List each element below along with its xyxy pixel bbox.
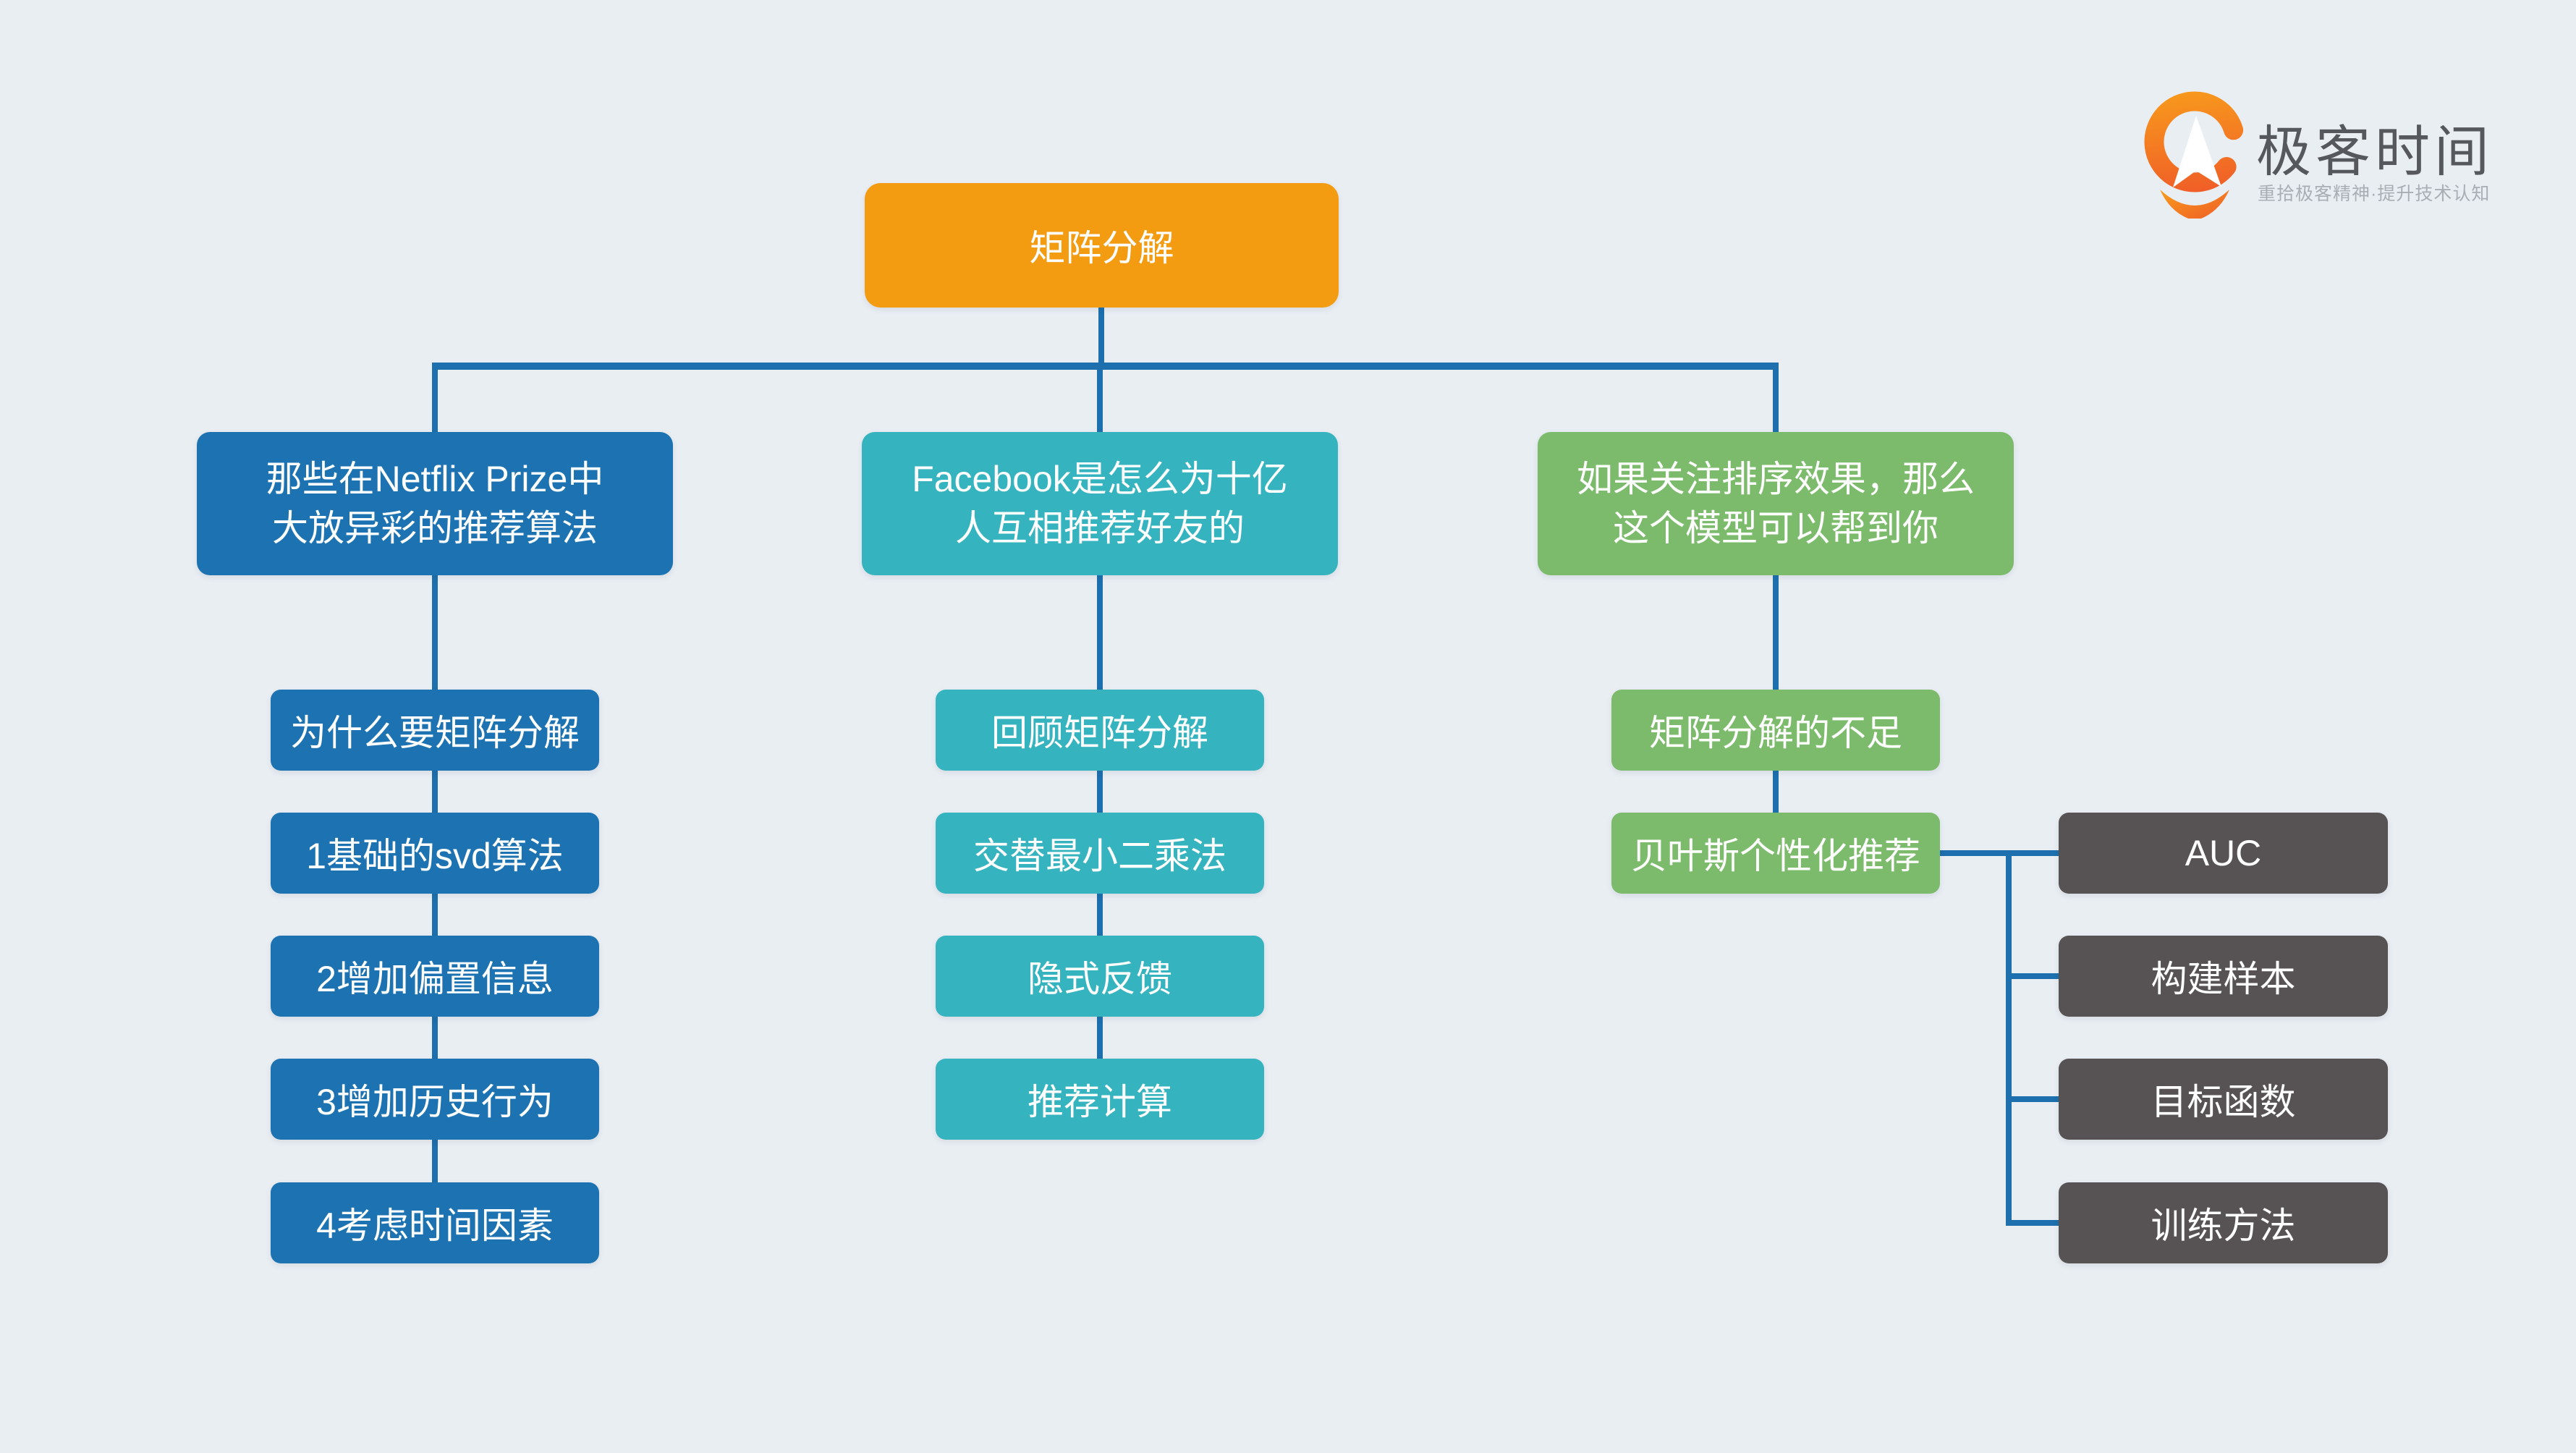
connector: [432, 771, 438, 813]
node-leaf: 训练方法: [2059, 1182, 2388, 1263]
logo-tagline: 重拾极客精神·提升技术认知: [2258, 184, 2491, 204]
connector-branch2-stem: [1097, 363, 1103, 432]
connector: [1773, 771, 1779, 813]
connector-leaf-stub: [2006, 1220, 2059, 1226]
connector-root-stem: [1098, 308, 1104, 370]
connector-branch1-stem: [432, 363, 438, 432]
node-child: 为什么要矩阵分解: [271, 690, 599, 771]
connector-bpr-horizontal: [1940, 850, 2059, 856]
connector: [1097, 575, 1103, 690]
node-child: 3增加历史行为: [271, 1059, 599, 1140]
connector: [432, 1017, 438, 1059]
logo-title: 极客时间: [2256, 122, 2494, 183]
node-branch-ranking: 如果关注排序效果，那么 这个模型可以帮到你: [1538, 432, 2014, 575]
connector-trunk: [432, 363, 1779, 370]
node-child: 交替最小二乘法: [936, 813, 1264, 894]
node-leaf: 目标函数: [2059, 1059, 2388, 1140]
node-leaf: 构建样本: [2059, 936, 2388, 1017]
connector: [1097, 1017, 1103, 1059]
node-child: 贝叶斯个性化推荐: [1611, 813, 1940, 894]
connector: [1773, 575, 1779, 690]
node-leaf: AUC: [2059, 813, 2388, 894]
node-branch-netflix: 那些在Netflix Prize中 大放异彩的推荐算法: [197, 432, 673, 575]
connector: [432, 894, 438, 936]
node-child: 推荐计算: [936, 1059, 1264, 1140]
connector-bpr-vertical: [2006, 850, 2012, 1226]
node-root: 矩阵分解: [865, 183, 1339, 308]
connector: [432, 1140, 438, 1182]
connector-leaf-stub: [2006, 973, 2059, 979]
connector-branch3-stem: [1773, 363, 1779, 432]
connector: [1097, 894, 1103, 936]
node-child: 回顾矩阵分解: [936, 690, 1264, 771]
node-child: 矩阵分解的不足: [1611, 690, 1940, 771]
node-child: 2增加偏置信息: [271, 936, 599, 1017]
node-child: 隐式反馈: [936, 936, 1264, 1017]
connector: [432, 575, 438, 690]
geektime-logo-icon: [2144, 91, 2245, 219]
node-child: 4考虑时间因素: [271, 1182, 599, 1263]
node-branch-facebook: Facebook是怎么为十亿 人互相推荐好友的: [862, 432, 1338, 575]
node-child: 1基础的svd算法: [271, 813, 599, 894]
connector: [1097, 771, 1103, 813]
connector-leaf-stub: [2006, 1096, 2059, 1102]
